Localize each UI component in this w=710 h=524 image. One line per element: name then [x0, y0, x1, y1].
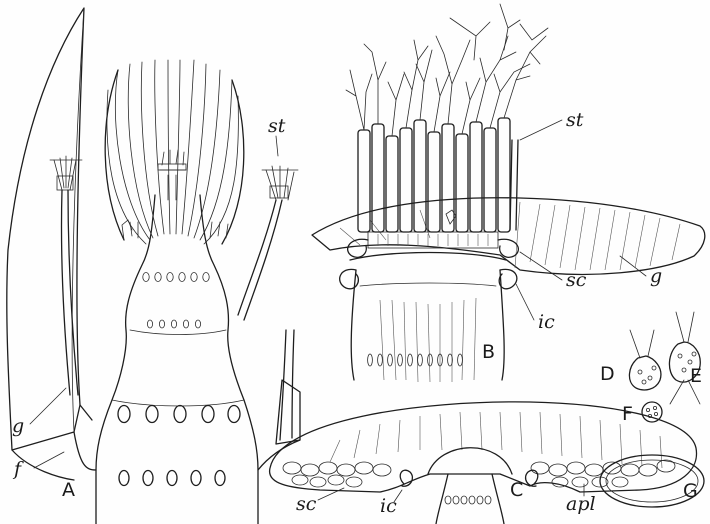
figure-label-d: D	[600, 363, 615, 385]
part-label-sc-c: sc	[296, 493, 317, 515]
part-label-ic-b: ic	[538, 311, 555, 333]
figure-label-a: A	[62, 479, 75, 501]
figure-label-b: B	[482, 341, 495, 363]
part-label-g-a: g	[12, 415, 24, 437]
figure-label-e: E	[690, 365, 702, 387]
figure-a-drawing	[7, 8, 300, 524]
figure-b-drawing	[312, 4, 705, 382]
figure-f-drawing	[642, 402, 662, 422]
ray-fan-a	[107, 60, 239, 244]
figure-label-f: F	[622, 403, 633, 425]
figure-e-drawing	[669, 312, 700, 404]
part-label-apl-c: apl	[566, 493, 596, 515]
cap-b	[312, 198, 705, 275]
part-label-f-a: f	[12, 458, 24, 480]
part-label-st-a: st	[268, 115, 286, 137]
part-label-ic-c: ic	[380, 495, 397, 517]
figure-label-g: G	[683, 480, 698, 502]
ovals-row-4	[119, 471, 225, 486]
stalks-b	[358, 118, 510, 232]
part-label-st-b: st	[566, 109, 584, 131]
figure-label-c: C	[510, 479, 523, 501]
part-label-g-b: g	[650, 265, 662, 287]
ovals-row-2	[147, 320, 200, 328]
figure-d-drawing	[629, 330, 660, 390]
ovals-row-1	[143, 273, 209, 282]
part-label-sc-b: sc	[566, 269, 587, 291]
ovals-row-3	[118, 406, 240, 423]
